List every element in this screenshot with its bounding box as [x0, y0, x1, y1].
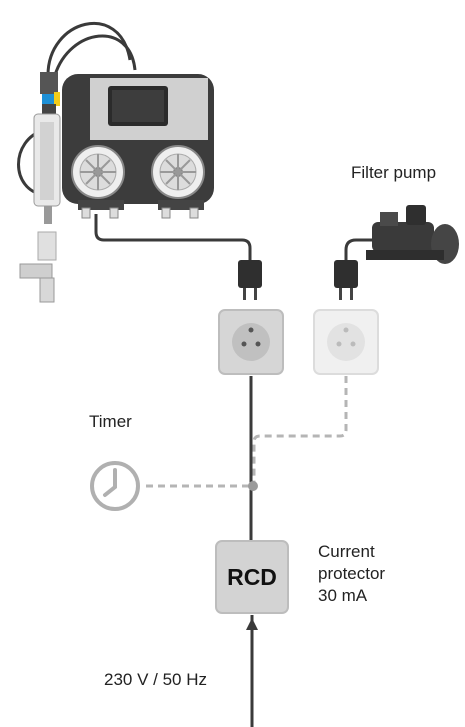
protector-line-2: protector [318, 564, 386, 583]
filter-pump-label: Filter pump [351, 163, 437, 182]
plug-icon [238, 260, 262, 300]
pump-cable [344, 238, 372, 262]
socket-icon [218, 309, 284, 375]
pump-icon [366, 205, 459, 264]
probe-assembly [19, 72, 61, 303]
pump-head-left [71, 145, 125, 199]
dashed-cable [146, 376, 348, 488]
arrow-up-icon [246, 618, 258, 630]
current-protector-label: Current protector 30 mA [318, 541, 458, 607]
protector-line-3: 30 mA [318, 586, 368, 605]
clock-icon [90, 461, 140, 511]
supply-line [249, 376, 254, 727]
device-cable [94, 214, 252, 262]
rcd-label: RCD [227, 563, 277, 590]
supply-voltage-label: 230 V / 50 Hz [104, 670, 208, 689]
plug-icon [334, 260, 358, 300]
junction-dot [248, 481, 258, 491]
rcd-box [215, 540, 289, 614]
dosing-device [62, 74, 214, 219]
socket-icon [313, 309, 379, 375]
pump-head-right [151, 145, 205, 199]
protector-line-1: Current [318, 542, 375, 561]
timer-label: Timer [89, 412, 132, 431]
